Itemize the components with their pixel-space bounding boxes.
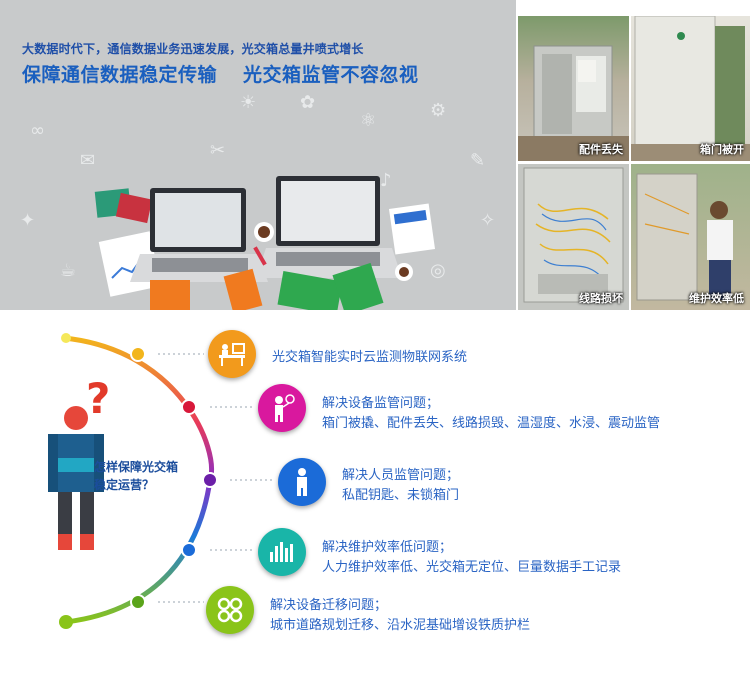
photo-2: 箱门被开 bbox=[631, 16, 750, 161]
question-line-2: 稳定运营？ bbox=[94, 478, 155, 492]
top-banner: ☀ ✿ ⚛ ⚙ ✎ ∞ ✉ ✦ ☕ ◎ ✧ ✂ ♪ 大数据时代下，通信数据业务迅… bbox=[0, 0, 750, 310]
arc-node-4 bbox=[181, 542, 197, 558]
solution-title: 解决设备监管问题； bbox=[322, 396, 440, 411]
book-sketch-icon: ✉ bbox=[80, 150, 96, 171]
glasses-sketch-icon: ∞ bbox=[30, 120, 45, 141]
photo-grid: 配件丢失 箱门被开 bbox=[518, 16, 750, 310]
solution-title: 解决人员监管问题； bbox=[342, 468, 460, 483]
scissors-sketch-icon: ✂ bbox=[210, 140, 226, 161]
desk-monitor-icon bbox=[208, 330, 256, 378]
lightbulb-sketch-icon: ☀ bbox=[240, 92, 257, 113]
solutions-section: ? 怎样保障光交箱 稳定运营？ 光交箱智能实时云监测物联网系统 bbox=[0, 310, 750, 695]
arc-node-2 bbox=[181, 399, 197, 415]
globe-sketch-icon: ◎ bbox=[430, 260, 446, 281]
cup-sketch-icon: ☕ bbox=[60, 260, 77, 281]
arc-node-1 bbox=[130, 346, 146, 362]
question-line-1: 怎样保障光交箱 bbox=[94, 460, 179, 474]
pen-sketch-icon: ✎ bbox=[470, 150, 486, 171]
question-text: 怎样保障光交箱 稳定运营？ bbox=[94, 458, 178, 494]
worker-photo-icon bbox=[636, 173, 733, 301]
solution-desc: 人力维护效率低、光交箱无定位、巨量数据手工记录 bbox=[322, 560, 622, 575]
banner-subtitle: 大数据时代下，通信数据业务迅速发展，光交箱总量井喷式增长 bbox=[22, 42, 364, 56]
solution-desc: 私配钥匙、未锁箱门 bbox=[342, 488, 460, 503]
cabinet-open-photo-icon bbox=[518, 45, 629, 161]
photo-caption: 线路损坏 bbox=[579, 292, 623, 305]
photo-3: 线路损坏 bbox=[518, 164, 629, 310]
thinking-person-figure bbox=[48, 406, 104, 550]
photo-4: 维护效率低 bbox=[631, 164, 750, 310]
arc-end-dot bbox=[59, 615, 73, 629]
gear-sketch-icon: ⚙ bbox=[430, 100, 447, 121]
photo-caption: 箱门被开 bbox=[700, 143, 744, 156]
equalizer-icon bbox=[258, 528, 306, 576]
molecule-sketch-icon: ✿ bbox=[300, 92, 316, 113]
arc-diagram bbox=[48, 333, 274, 629]
star-sketch-icon: ✦ bbox=[20, 210, 36, 231]
photo-caption: 维护效率低 bbox=[689, 292, 744, 305]
arrows-icon bbox=[206, 586, 254, 634]
banner-title: 保障通信数据稳定传输 光交箱监管不容忽视 bbox=[22, 60, 419, 87]
solution-title: 解决设备迁移问题； bbox=[270, 598, 388, 613]
idea-person-icon bbox=[258, 384, 306, 432]
solution-desc: 城市道路规划迁移、沿水泥基础增设铁质护栏 bbox=[270, 618, 531, 633]
cabinet-closed-photo-icon bbox=[631, 16, 750, 161]
person-icon bbox=[278, 458, 326, 506]
note-sketch-icon: ♪ bbox=[380, 170, 392, 191]
solution-title: 解决维护效率低问题； bbox=[322, 540, 453, 555]
banner-title-part1: 保障通信数据稳定传输 bbox=[22, 64, 218, 86]
arc-node-5 bbox=[130, 594, 146, 610]
arc-node-3 bbox=[202, 472, 218, 488]
solution-desc: 箱门被撬、配件丢失、线路损毁、温湿度、水浸、震动监管 bbox=[322, 416, 661, 431]
desk-illustration bbox=[94, 176, 436, 310]
photo-caption: 配件丢失 bbox=[579, 143, 623, 156]
photo-1: 配件丢失 bbox=[518, 16, 629, 161]
banner-illustration: ☀ ✿ ⚛ ⚙ ✎ ∞ ✉ ✦ ☕ ◎ ✧ ✂ ♪ 大数据时代下，通信数据业务迅… bbox=[0, 0, 516, 310]
question-mark-icon: ? bbox=[86, 374, 111, 423]
cabinet-wiring-photo-icon bbox=[523, 167, 624, 303]
atom-sketch-icon: ⚛ bbox=[360, 110, 377, 131]
arc-start-dot bbox=[61, 333, 71, 343]
puzzle-sketch-icon: ✧ bbox=[480, 210, 496, 231]
solution-title: 光交箱智能实时云监测物联网系统 bbox=[272, 350, 468, 365]
banner-title-part2: 光交箱监管不容忽视 bbox=[243, 64, 419, 86]
